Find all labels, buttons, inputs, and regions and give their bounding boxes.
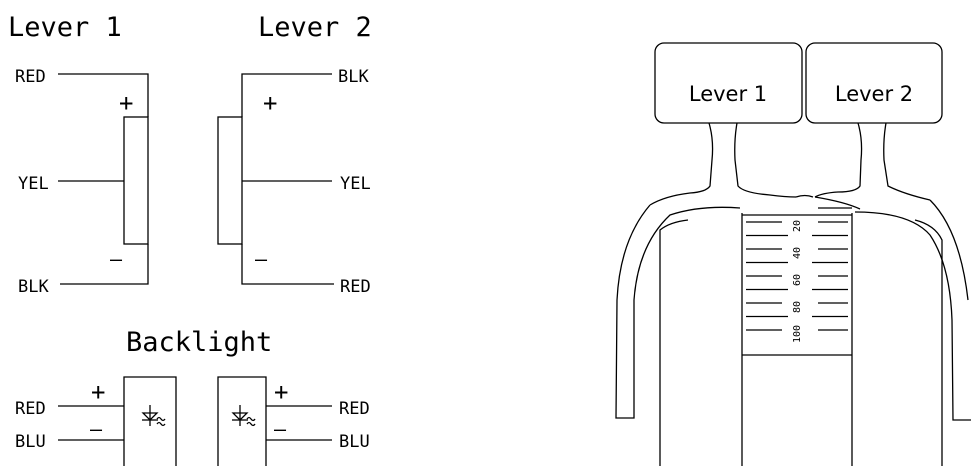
lever2-mid-wire-label: YEL (340, 174, 371, 194)
lever2-knob (805, 42, 943, 124)
lever2-stem-right (883, 122, 931, 201)
lever1-top-wire (58, 73, 149, 117)
scale-label: 100 (792, 325, 803, 343)
backlight-left-plus-sign: + (91, 378, 105, 406)
lever1-stem-right (734, 122, 797, 198)
housing-right-wall (914, 219, 943, 466)
lever1-plus-sign: + (119, 89, 133, 117)
lever2-top-wire (241, 73, 332, 117)
lever2-knob-label: Lever 2 (835, 82, 913, 106)
lever1-bottom-wire (60, 244, 149, 285)
lever2-schematic: Lever 2 BLK + YEL RED — (217, 12, 372, 297)
backlight-right-body (217, 376, 267, 466)
led-icon (231, 405, 256, 427)
lever1-minus-sign: — (110, 247, 123, 271)
backlight-right-bottom-label: BLU (339, 432, 370, 452)
lever1-schematic: Lever 1 RED + YEL BLK — (8, 12, 149, 297)
scale-label: 40 (792, 247, 803, 259)
lever1-pot-body (123, 116, 149, 245)
lever2-bottom-wire (241, 244, 334, 285)
lever2-minus-sign: — (255, 247, 268, 271)
scale-label: 20 (792, 220, 803, 232)
backlight-schematic: Backlight RED BLU + — RED BLU (15, 327, 370, 466)
housing-right-curve (929, 199, 969, 301)
backlight-left-body (123, 376, 177, 466)
scale-label: 60 (792, 274, 803, 286)
lever2-stem-left (814, 122, 863, 198)
led-icon (141, 405, 166, 427)
lever2-plus-sign: + (263, 89, 277, 117)
housing-left-inner (659, 219, 689, 466)
backlight-left-minus-sign: — (90, 417, 103, 441)
lever1-knob-label: Lever 1 (689, 82, 767, 106)
lever1-title: Lever 1 (8, 12, 122, 43)
lever1-knob (654, 42, 803, 124)
lever1-stem-left (649, 122, 714, 206)
lever-gap (795, 194, 814, 198)
lever2-top-wire-label: BLK (338, 67, 369, 87)
housing-left-curve (615, 204, 741, 419)
backlight-left-bottom-label: BLU (15, 432, 46, 452)
backlight-right-plus-sign: + (274, 378, 288, 406)
backlight-title: Backlight (126, 327, 272, 358)
backlight-right-minus-sign: — (274, 417, 287, 441)
lever1-top-wire-label: RED (15, 67, 46, 87)
throttle-device: Lever 1 Lever 2 20 40 60 80 100 (615, 42, 971, 466)
scale-label: 80 (792, 301, 803, 313)
lever2-bottom-wire-label: RED (340, 277, 371, 297)
backlight-left-led: RED BLU + — (15, 376, 177, 466)
backlight-right-top-label: RED (339, 399, 370, 419)
lever1-bottom-wire-label: BLK (18, 277, 49, 297)
backlight-left-top-label: RED (15, 399, 46, 419)
housing-right-inner (854, 211, 971, 421)
lever2-title: Lever 2 (258, 12, 372, 43)
backlight-right-led: RED BLU + — (217, 376, 370, 466)
scale: 20 40 60 80 100 (746, 220, 848, 343)
lever1-mid-wire-label: YEL (18, 174, 49, 194)
lever2-pot-body (217, 116, 243, 245)
housing-right-top (814, 196, 861, 210)
